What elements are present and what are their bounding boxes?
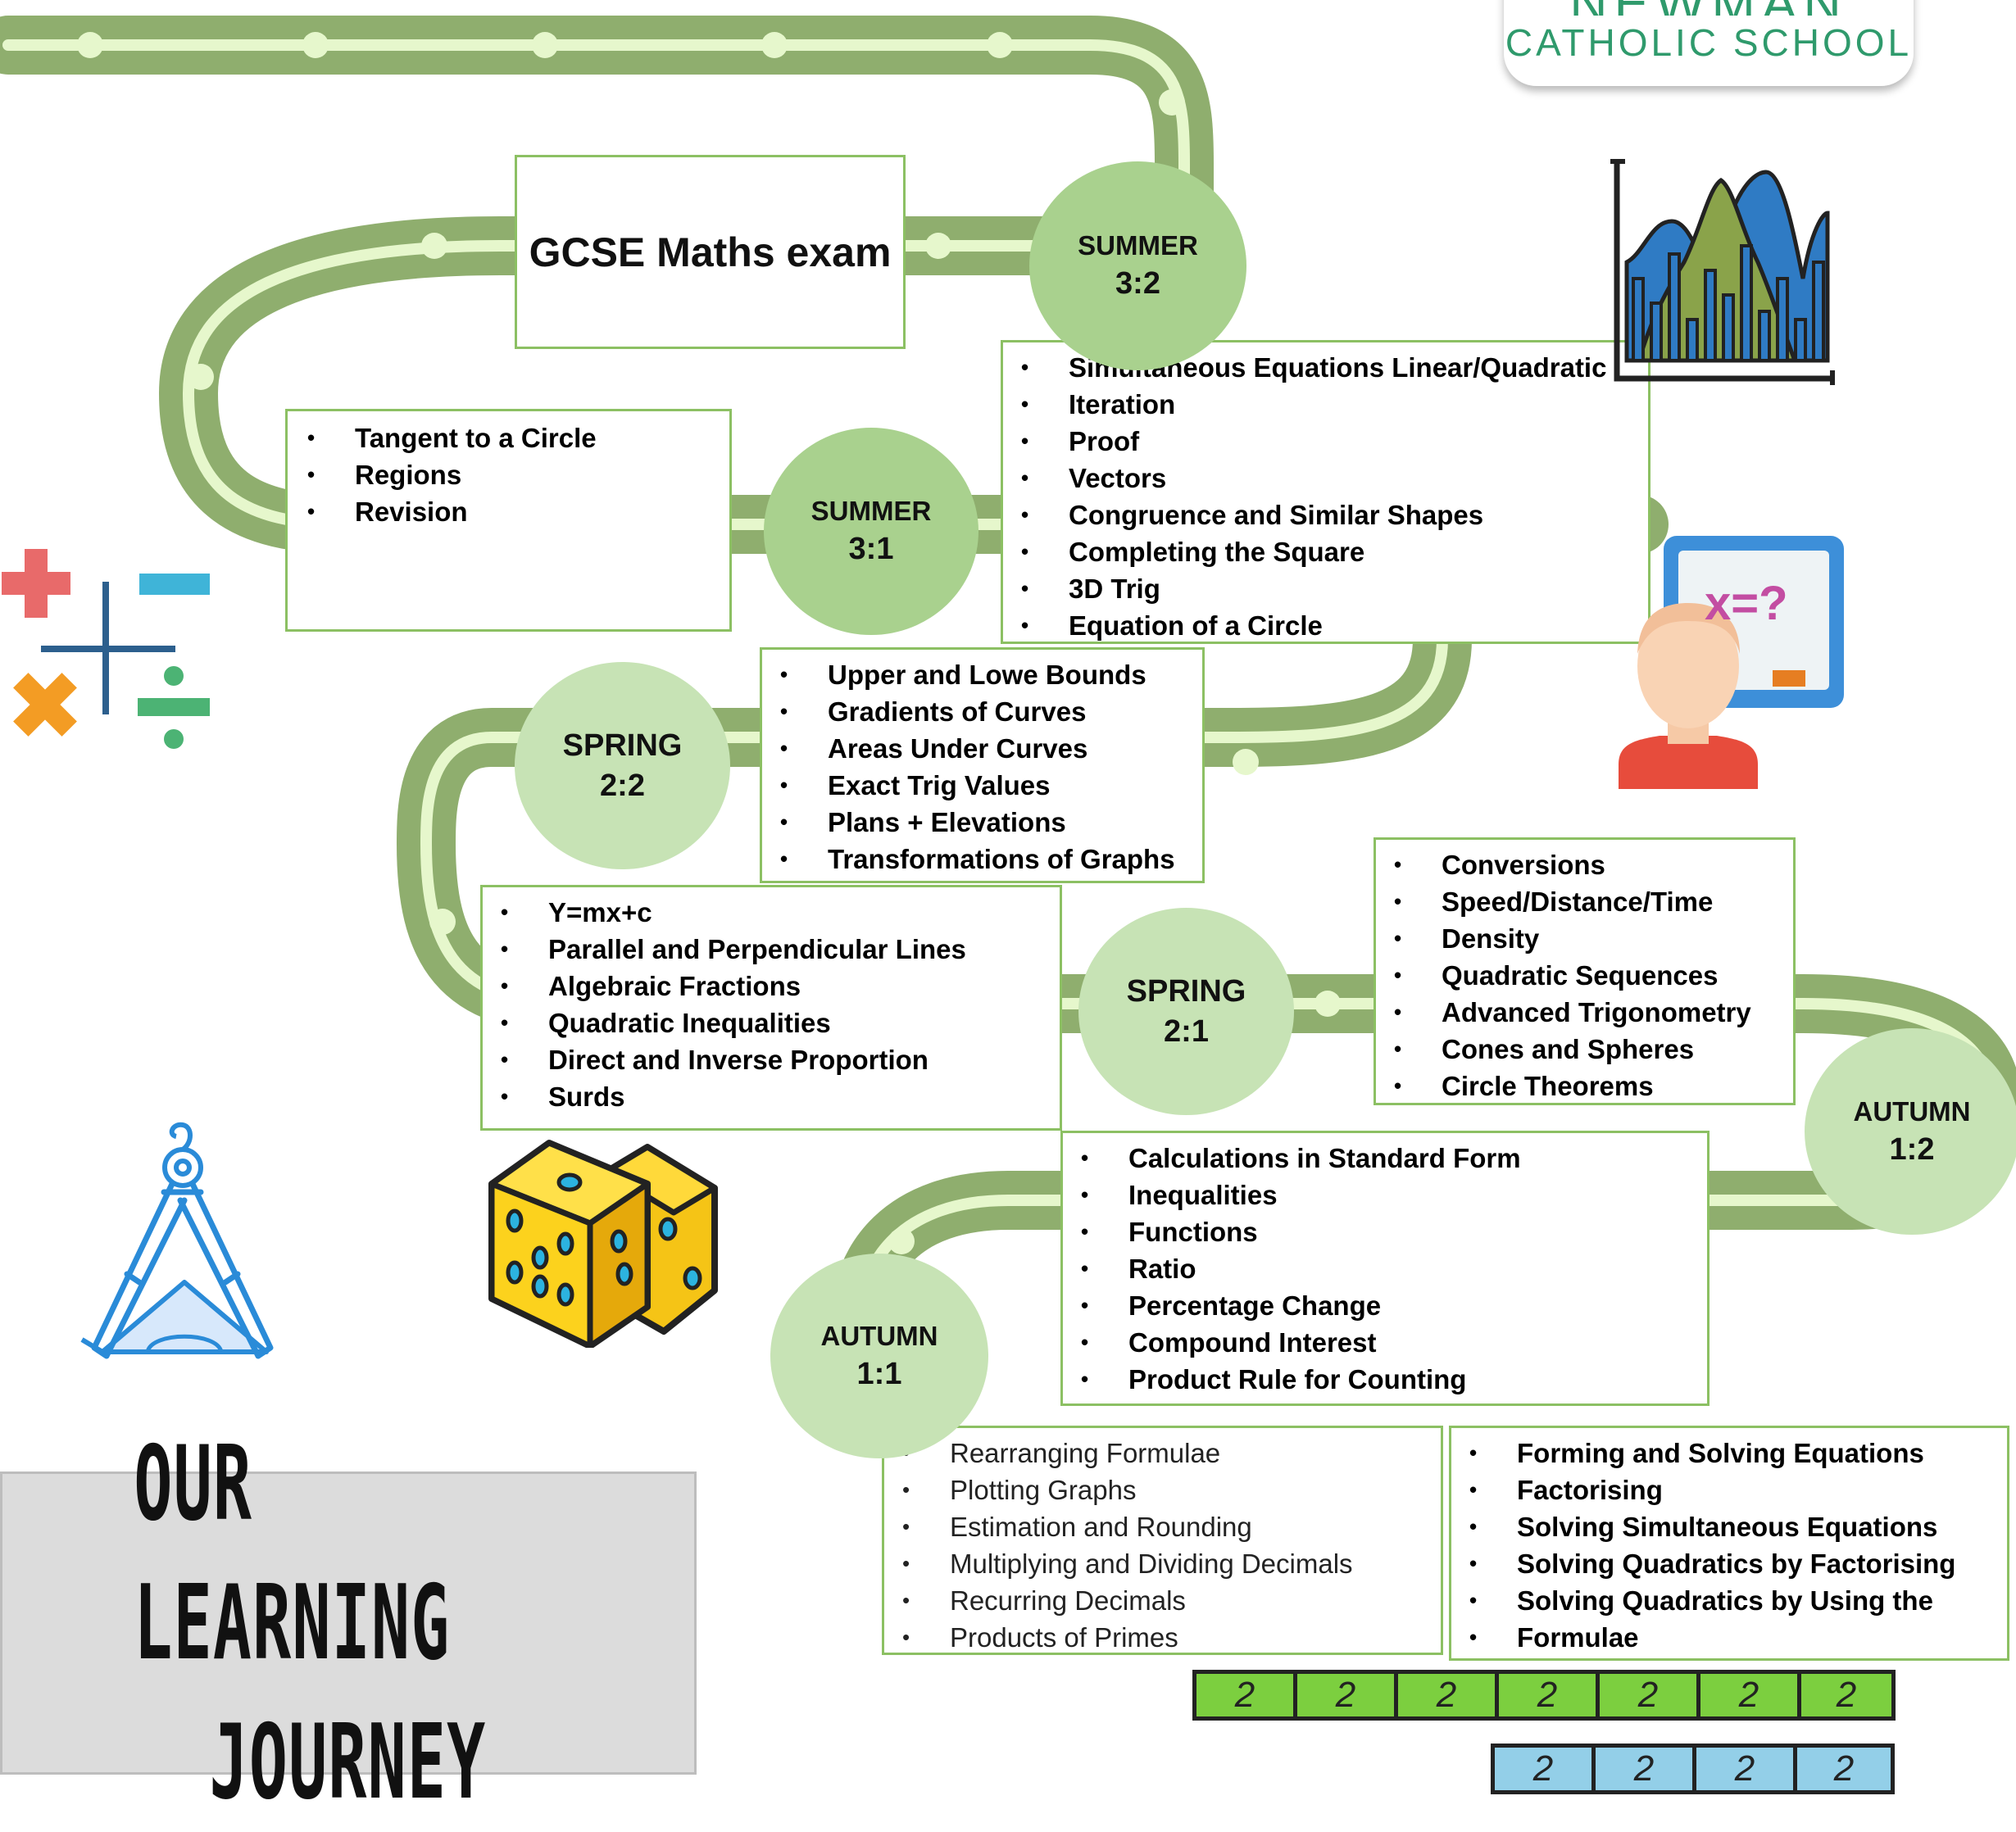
equation-text: x=?	[1705, 577, 1788, 630]
compass-icon	[80, 1122, 274, 1359]
topic-item: Factorising	[1469, 1471, 2007, 1508]
topic-item: 3D Trig	[1021, 570, 1648, 607]
topic-item: Solving Simultaneous Equations	[1469, 1508, 2007, 1545]
bar-cell: 2	[1192, 1670, 1297, 1721]
topic-item: Advanced Trigonometry	[1394, 994, 1793, 1031]
topic-item: Plotting Graphs	[902, 1471, 1441, 1508]
topic-item: Upper and Lowe Bounds	[780, 656, 1202, 693]
topic-item: Estimation and Rounding	[902, 1508, 1441, 1545]
topic-item: Solving Quadratics by Using the	[1469, 1582, 2007, 1619]
bar-model-green: 2 2 2 2 2 2 2	[1192, 1670, 1896, 1721]
exam-title: GCSE Maths exam	[529, 229, 892, 275]
topic-item: Formulae	[1469, 1619, 2007, 1656]
math-operators-icon	[2, 549, 210, 749]
topic-item: Product Rule for Counting	[1081, 1361, 1707, 1398]
topic-item: Direct and Inverse Proportion	[501, 1041, 1060, 1078]
bar-cell: 2	[1495, 1670, 1600, 1721]
topic-item: Exact Trig Values	[780, 767, 1202, 804]
topic-item: Algebraic Fractions	[501, 968, 1060, 1004]
topic-item: Rearranging Formulae	[902, 1435, 1441, 1471]
topic-item: Regions	[307, 456, 729, 493]
autumn-1-1-topics-left: Rearranging FormulaePlotting GraphsEstim…	[882, 1426, 1443, 1656]
topic-item: Functions	[1081, 1213, 1707, 1250]
autumn-1-2-topics: Calculations in Standard FormInequalitie…	[1060, 1131, 1710, 1406]
spring-2-1-topics: ConversionsSpeed/Distance/TimeDensityQua…	[1374, 837, 1796, 1105]
bar-cell: 2	[1793, 1744, 1895, 1794]
summer-3-1-topics: Tangent to a CircleRegionsRevision	[285, 409, 732, 632]
bar-cell: 2	[1692, 1744, 1797, 1794]
bar-cell: 2	[1591, 1744, 1696, 1794]
topic-item: Parallel and Perpendicular Lines	[501, 931, 1060, 968]
banner-line-1: OUR LEARNING	[134, 1423, 451, 1683]
topic-item: Multiplying and Dividing Decimals	[902, 1545, 1441, 1582]
topic-item: Plans + Elevations	[780, 804, 1202, 841]
learning-journey-banner: OUR LEARNING JOURNEY	[0, 1423, 697, 1822]
exam-title-box: GCSE Maths exam	[515, 155, 906, 349]
bar-cell: 2	[1696, 1670, 1801, 1721]
autumn-1-1-topics-right: Forming and Solving EquationsFactorising…	[1449, 1426, 2009, 1661]
topic-item: Inequalities	[1081, 1177, 1707, 1213]
topic-item: Equation of a Circle	[1021, 607, 1648, 644]
topic-item: Y=mx+c	[501, 894, 1060, 931]
topic-item: Quadratic Inequalities	[501, 1004, 1060, 1041]
bar-chart-icon	[1610, 159, 1835, 385]
topic-item: Cones and Spheres	[1394, 1031, 1793, 1068]
topic-item: Vectors	[1021, 460, 1648, 497]
topic-item: Quadratic Sequences	[1394, 957, 1793, 994]
topic-item: Forming and Solving Equations	[1469, 1435, 2007, 1471]
topic-item: Products of Primes	[902, 1619, 1441, 1656]
logo-subtitle: CATHOLIC SCHOOL	[1505, 21, 1913, 64]
bar-cell: 2	[1596, 1670, 1700, 1721]
teacher-board-icon: x=?	[1586, 531, 1852, 789]
topic-item: Circle Theorems	[1394, 1068, 1793, 1104]
banner-line-2: JOURNEY	[210, 1702, 487, 1822]
topic-item: Speed/Distance/Time	[1394, 883, 1793, 920]
bar-cell: 2	[1394, 1670, 1499, 1721]
topic-item: Compound Interest	[1081, 1324, 1707, 1361]
topic-item: Conversions	[1394, 846, 1793, 883]
topic-item: Areas Under Curves	[780, 730, 1202, 767]
summer-3-2-topics: Simultaneous Equations Linear/QuadraticI…	[1001, 340, 1650, 644]
dice-icon	[488, 1140, 718, 1348]
topic-item: Surds	[501, 1078, 1060, 1115]
spring-2-2-topics-lower: Y=mx+cParallel and Perpendicular LinesAl…	[480, 885, 1062, 1131]
topic-item: Ratio	[1081, 1250, 1707, 1287]
topic-item: Completing the Square	[1021, 533, 1648, 570]
topic-item: Gradients of Curves	[780, 693, 1202, 730]
topic-item: Recurring Decimals	[902, 1582, 1441, 1619]
topic-item: Calculations in Standard Form	[1081, 1140, 1707, 1177]
topic-item: Iteration	[1021, 386, 1648, 423]
bar-cell: 2	[1293, 1670, 1398, 1721]
spring-2-2-topics-upper: Upper and Lowe BoundsGradients of Curves…	[760, 647, 1205, 883]
topic-item: Transformations of Graphs	[780, 841, 1202, 877]
logo-name: NEWMAN	[1569, 0, 1848, 16]
bar-model-blue: 2 2 2 2	[1491, 1744, 1895, 1794]
topic-item: Density	[1394, 920, 1793, 957]
bar-cell: 2	[1491, 1744, 1596, 1794]
topic-item: Percentage Change	[1081, 1287, 1707, 1324]
topic-item: Solving Quadratics by Factorising	[1469, 1545, 2007, 1582]
topic-item: Revision	[307, 493, 729, 530]
topic-item: Congruence and Similar Shapes	[1021, 497, 1648, 533]
topic-item: Proof	[1021, 423, 1648, 460]
bar-cell: 2	[1797, 1670, 1896, 1721]
topic-item: Tangent to a Circle	[307, 419, 729, 456]
school-logo: NEWMAN CATHOLIC SCHOOL	[1504, 0, 1914, 86]
